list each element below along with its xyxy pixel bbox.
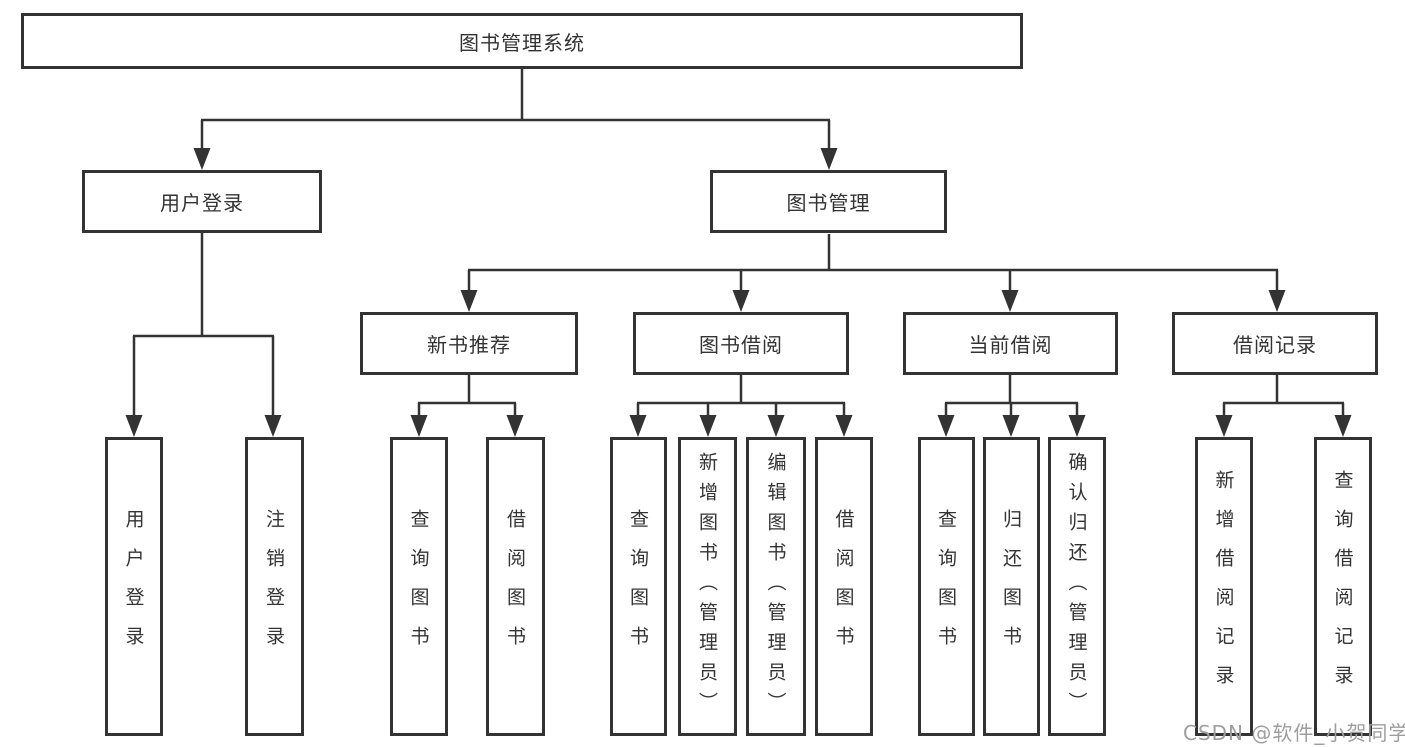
leaf-return-book: 归还图书 bbox=[983, 437, 1040, 736]
leaf-query-book-borrow: 查询图书 bbox=[610, 437, 667, 736]
node-user-login: 用户登录 bbox=[82, 170, 322, 233]
leaf-user-login: 用户登录 bbox=[105, 437, 163, 736]
leaf-query-book-current: 查询图书 bbox=[918, 437, 975, 736]
leaf-query-borrow-record: 查询借阅记录 bbox=[1314, 437, 1372, 736]
leaf-add-book-admin: 新增图书（管理员） bbox=[678, 437, 737, 736]
node-borrow-records: 借阅记录 bbox=[1172, 312, 1378, 375]
node-root: 图书管理系统 bbox=[21, 13, 1023, 69]
leaf-edit-book-admin: 编辑图书（管理员） bbox=[746, 437, 806, 736]
leaf-confirm-return-admin: 确认归还（管理员） bbox=[1048, 437, 1106, 736]
leaf-borrow-book-recommend: 借阅图书 bbox=[486, 437, 545, 736]
node-current-borrow: 当前借阅 bbox=[903, 312, 1118, 375]
leaf-logout: 注销登录 bbox=[245, 437, 304, 736]
node-book-management: 图书管理 bbox=[710, 170, 947, 233]
arrowheads bbox=[125, 120, 1352, 437]
trunk-lines bbox=[133, 69, 1344, 405]
node-book-borrow: 图书借阅 bbox=[633, 312, 849, 375]
csdn-watermark: CSDN @软件_小贺同学 bbox=[1183, 721, 1405, 745]
leaf-add-borrow-record: 新增借阅记录 bbox=[1195, 437, 1253, 736]
leaf-query-book-recommend: 查询图书 bbox=[390, 437, 448, 736]
node-new-book-recommend: 新书推荐 bbox=[360, 312, 578, 375]
leaf-borrow-book-borrow: 借阅图书 bbox=[815, 437, 873, 736]
